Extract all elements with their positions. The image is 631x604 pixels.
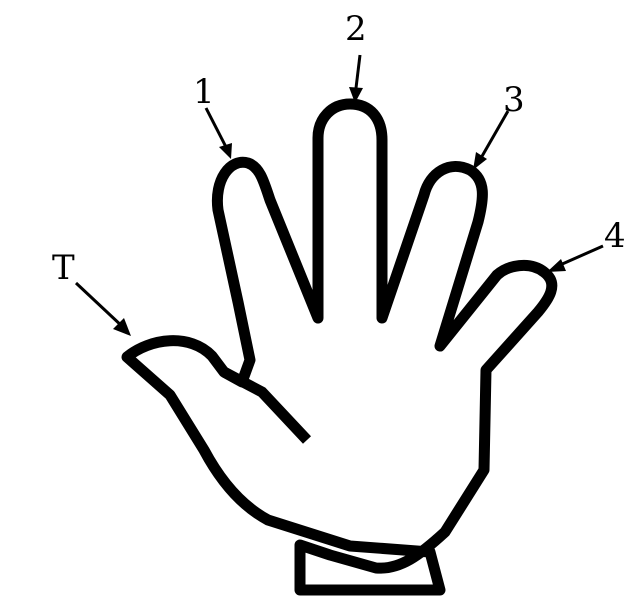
label-finger-2: 2 [345, 9, 367, 49]
arrow-thumb [76, 283, 124, 328]
arrowhead-finger-4 [547, 259, 566, 272]
arrowhead-finger-3 [473, 152, 487, 170]
arrow-finger-3 [481, 111, 508, 158]
label-thumb: T [52, 248, 75, 288]
label-finger-1: 1 [193, 72, 215, 112]
arrow-finger-2 [356, 55, 360, 88]
arrow-finger-4 [560, 246, 603, 265]
arrow-finger-1 [206, 108, 226, 147]
hand-outline [127, 104, 552, 590]
arrowhead-finger-1 [219, 143, 232, 159]
label-finger-4: 4 [604, 216, 626, 256]
